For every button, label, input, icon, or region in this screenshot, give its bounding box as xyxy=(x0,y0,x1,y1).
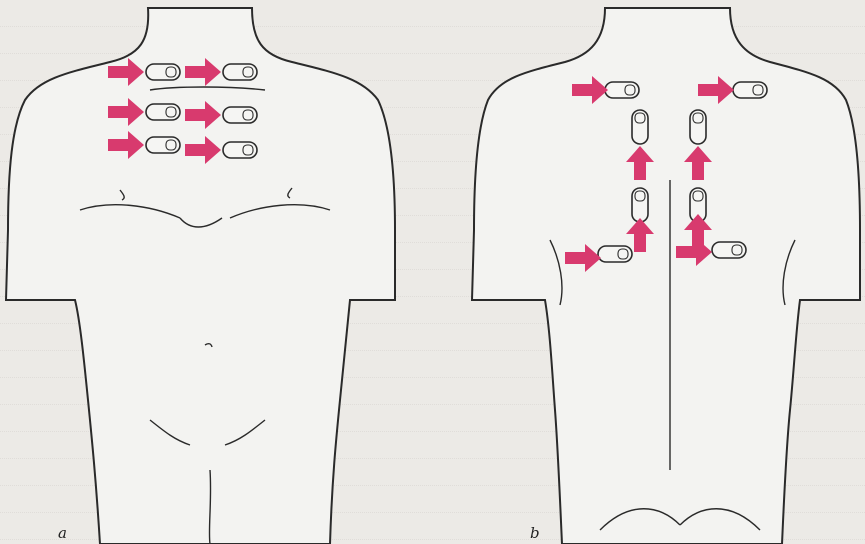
finger-icon xyxy=(632,110,648,144)
finger-icon xyxy=(712,242,746,258)
finger-icon xyxy=(223,142,257,158)
front-torso-outline xyxy=(6,8,395,544)
panel-b-back-torso xyxy=(472,8,860,544)
finger-icon xyxy=(733,82,767,98)
finger-icon xyxy=(690,110,706,144)
finger-icon xyxy=(146,137,180,153)
finger-icon xyxy=(223,107,257,123)
finger-icon xyxy=(598,246,632,262)
panel-b-label: b xyxy=(530,524,540,542)
finger-icon xyxy=(605,82,639,98)
panel-a-label: a xyxy=(58,524,67,542)
finger-icon xyxy=(223,64,257,80)
finger-icon xyxy=(146,104,180,120)
back-torso-outline xyxy=(472,8,860,544)
finger-icon xyxy=(146,64,180,80)
finger-icon xyxy=(632,188,648,222)
panel-a-front-torso xyxy=(6,8,395,544)
